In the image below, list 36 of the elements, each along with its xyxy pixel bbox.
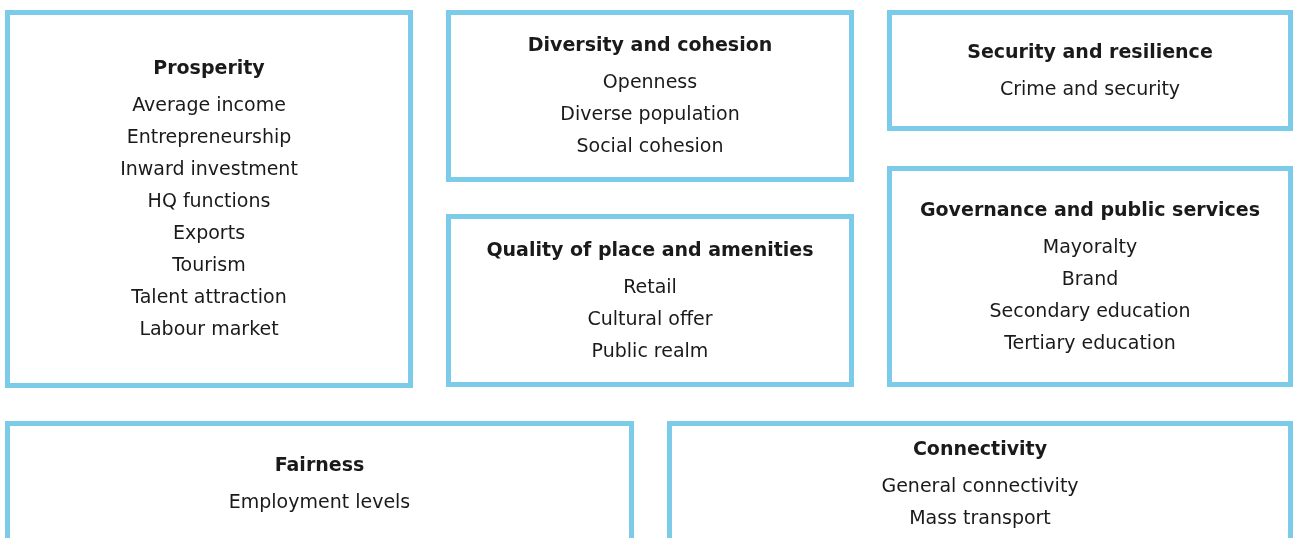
category-box bbox=[667, 421, 1293, 538]
category-box bbox=[446, 214, 854, 387]
category-heading: Governance and public services bbox=[919, 196, 1260, 222]
indicator-text: Secondary education bbox=[989, 297, 1191, 323]
indicator-text: Employment levels bbox=[228, 489, 411, 514]
indicator-text: Mayoralty bbox=[1042, 233, 1138, 259]
category-heading: Diversity and cohesion bbox=[527, 32, 773, 57]
indicator-text: Inward investment bbox=[120, 156, 298, 181]
indicator-text: Labour market bbox=[139, 316, 279, 341]
indicator-text: Openness bbox=[602, 69, 698, 94]
indicator-text: Tourism bbox=[172, 252, 246, 277]
indicator-text: Cultural offer bbox=[587, 305, 713, 331]
category-box bbox=[887, 166, 1293, 387]
indicator-text: Average income bbox=[132, 92, 286, 117]
indicator-text: Mass transport bbox=[909, 505, 1051, 530]
indicator-text: HQ functions bbox=[147, 188, 271, 213]
category-heading: Connectivity bbox=[912, 436, 1048, 461]
category-box bbox=[887, 10, 1293, 131]
category-heading: Quality of place and amenities bbox=[486, 236, 814, 262]
category-heading: Fairness bbox=[274, 452, 365, 477]
category-heading: Security and resilience bbox=[967, 38, 1213, 64]
category-box bbox=[5, 421, 634, 538]
indicator-text: Crime and security bbox=[999, 75, 1181, 101]
indicator-text: General connectivity bbox=[881, 473, 1079, 498]
indicator-text: Exports bbox=[172, 220, 246, 245]
indicator-text: Public realm bbox=[591, 337, 709, 363]
indicator-text: Tertiary education bbox=[1004, 329, 1176, 355]
category-box bbox=[5, 10, 413, 388]
category-heading: Prosperity bbox=[153, 55, 265, 80]
category-box bbox=[446, 10, 854, 182]
indicator-text: Retail bbox=[623, 273, 677, 299]
indicator-text: Social cohesion bbox=[576, 133, 724, 158]
indicator-text: Entrepreneurship bbox=[126, 124, 292, 149]
indicator-text: Brand bbox=[1061, 265, 1119, 291]
indicator-text: Talent attraction bbox=[131, 284, 287, 309]
indicator-text: Diverse population bbox=[560, 101, 740, 126]
